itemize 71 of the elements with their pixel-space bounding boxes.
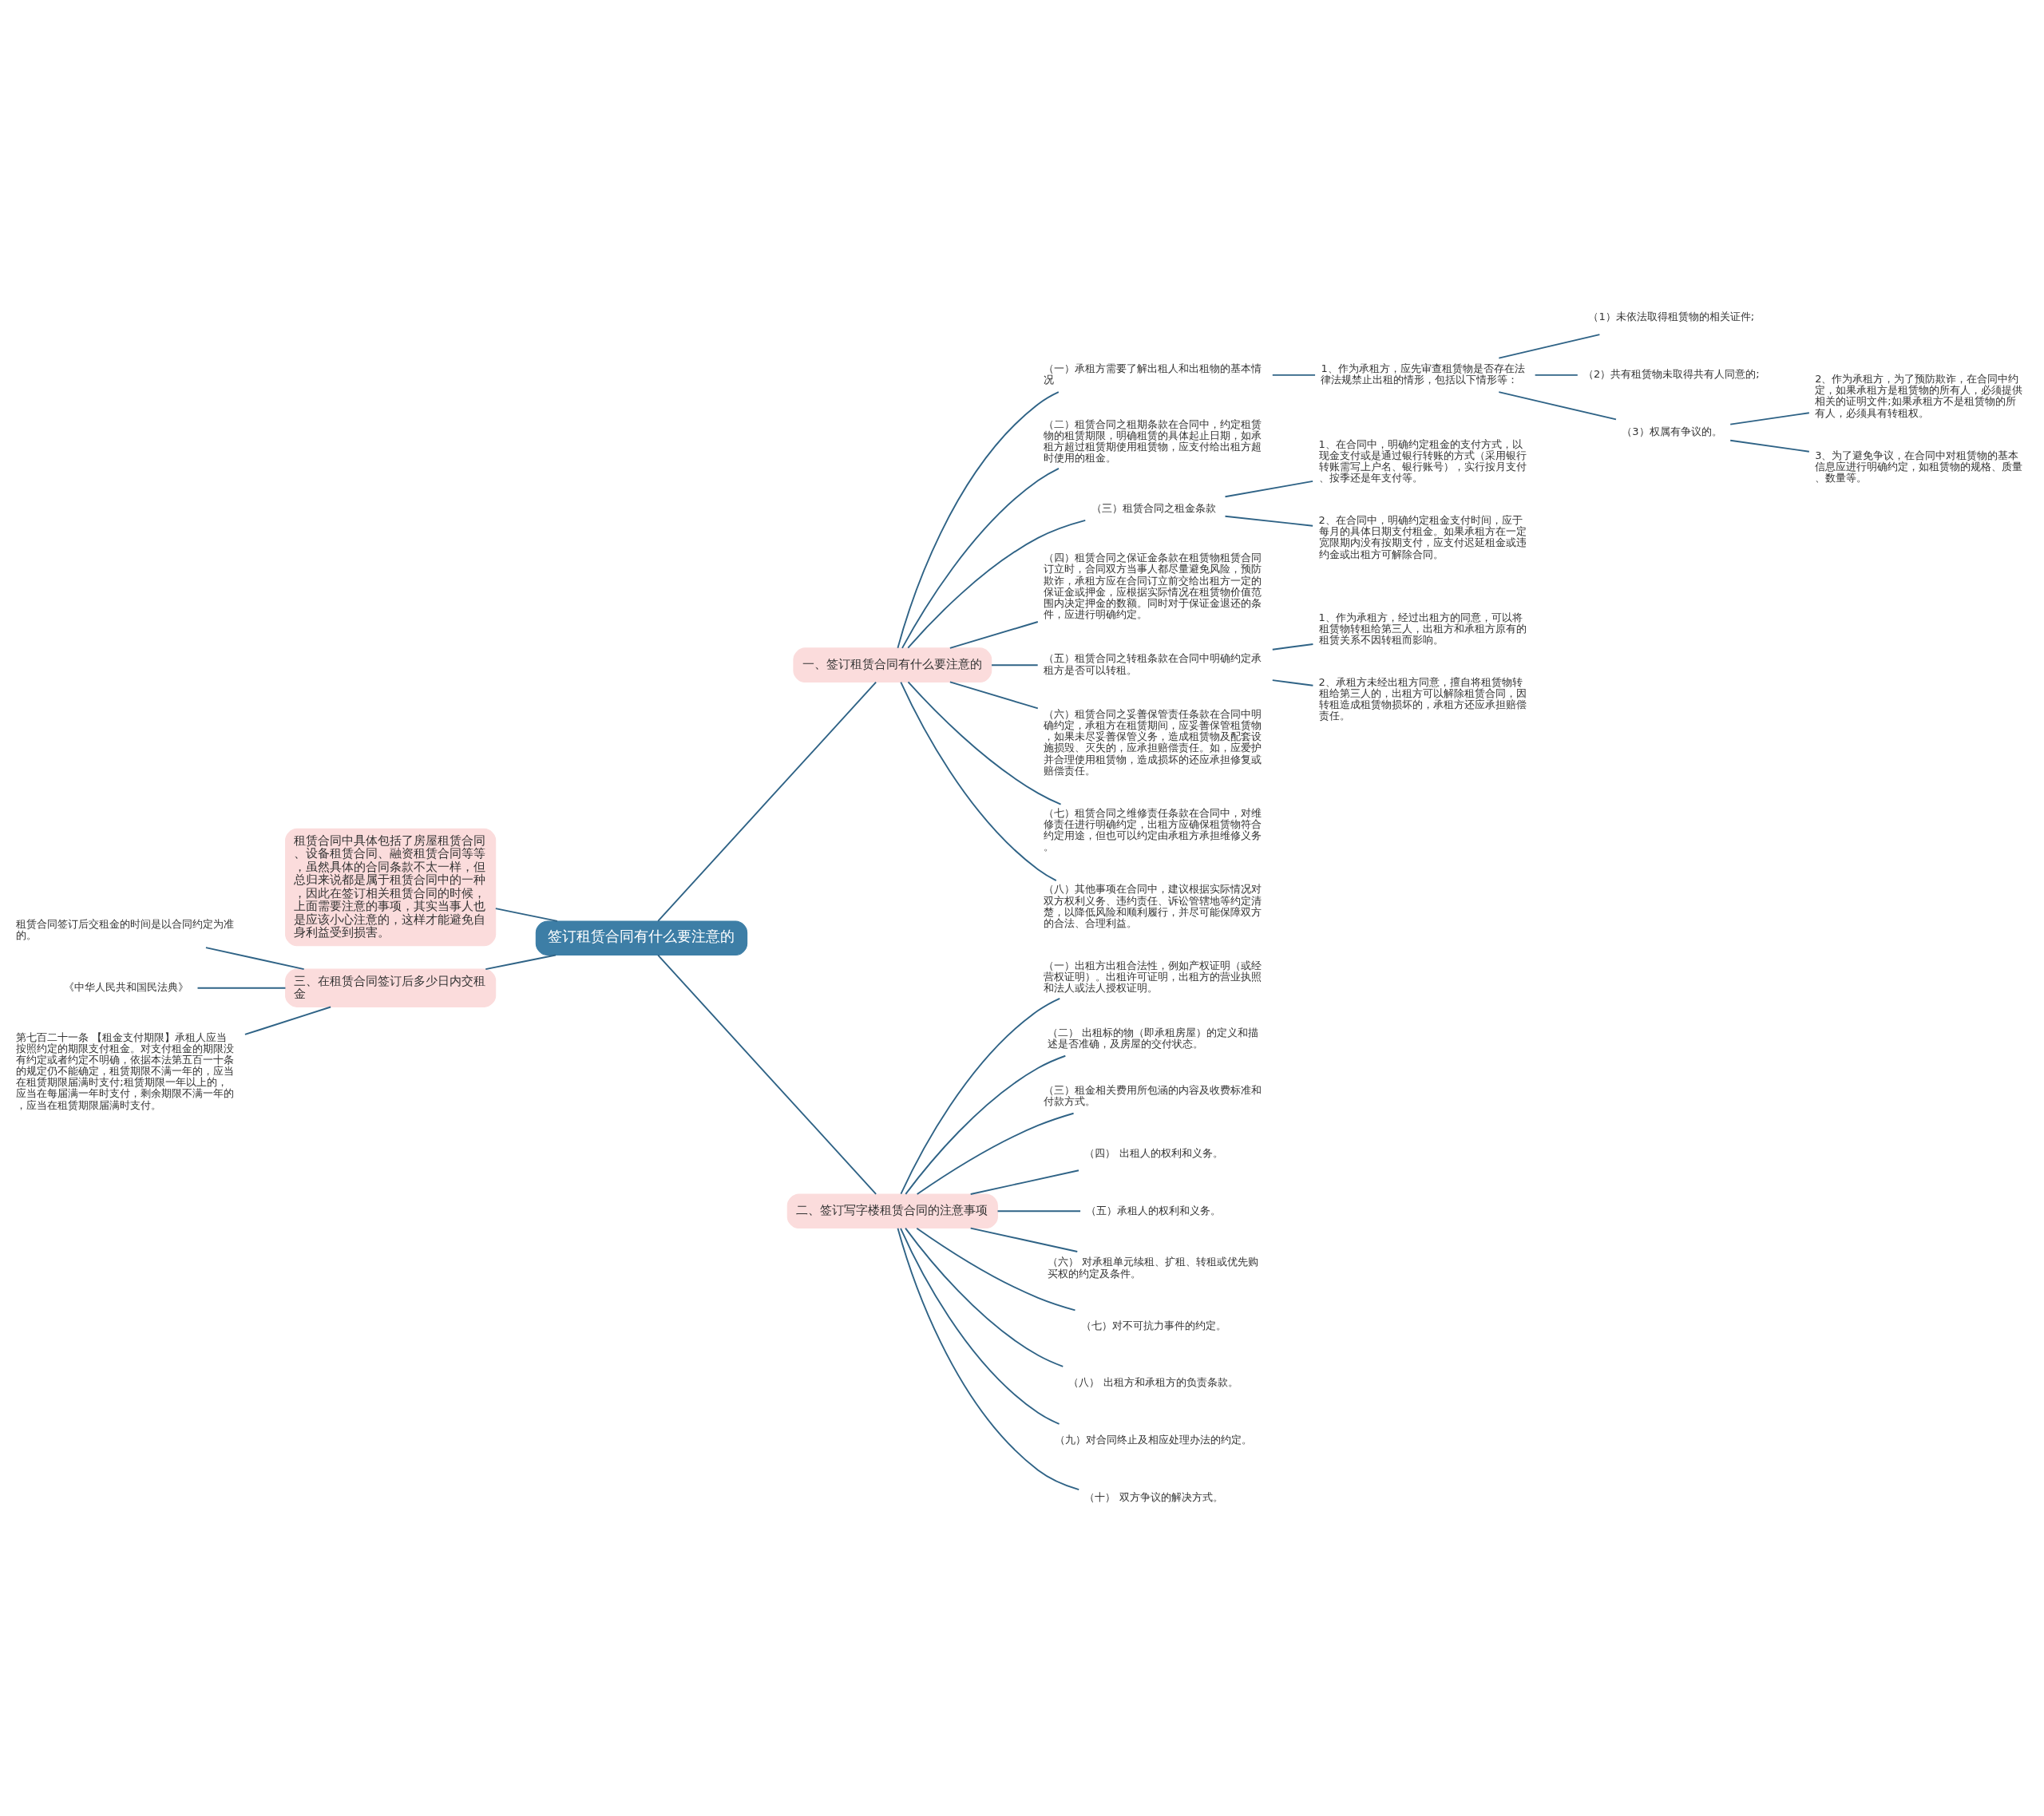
connector [897, 1227, 1080, 1490]
connector [485, 954, 557, 971]
connector [1271, 679, 1314, 686]
node-text: （3）权属有争议的。 [1622, 425, 1722, 438]
node-text: 2、承租方未经出租方同意，擅自将租赁物转租给第三人的，出租方可以解除租赁合同，因转租造成租赁物损坏的，承租方还应承担赔偿责任。 [1318, 675, 1527, 722]
connector [900, 997, 1061, 1195]
node-text: 第七百二十一条 【租金支付期限】承租人应当按照约定的期限支付租金。对支付租金的期限没有约定或者约定不明确，依据本法第五百一十条的规定仍不能确定，租赁期限不满一年的，应当在租赁期限届满时支付;租赁期限一年以上的，应当在每届满一年时支付，剩余期限不满一年的，应当在租赁期限届满时支付。 [16, 1031, 235, 1111]
connector [916, 1112, 1075, 1195]
node-box: 三、在租赁合同签订后多少日内交租金 [285, 968, 497, 1007]
connector [900, 681, 1057, 882]
node-text: （1）未依法取得租赁物的相关证件; [1588, 311, 1755, 323]
node-text: （四）租赁合同之保证金条款在租赁物租赁合同订立时，合同双方当事人都尽量避免风险，预防欺诈，承租方应在合同订立前交给出租方一定的保证金或押金，应根据实际情况在租赁物价值范围内决定押金的数额。同时对于保证金退还的条件，应进行明确约定。 [1044, 552, 1262, 620]
node-text: （五）租赁合同之转租条款在合同中明确约定承租方是否可以转租。 [1044, 652, 1262, 676]
node-text: （二） 出租标的物（即承租房屋）的定义和描述是否准确，及房屋的交付状态。 [1047, 1026, 1258, 1050]
node-text: （七）对不可抗力事件的约定。 [1080, 1319, 1226, 1331]
node-text: （三）租金相关费用所包涵的内容及收费标准和付款方式。 [1044, 1083, 1262, 1107]
connector [1534, 374, 1579, 376]
node-text: （十） 双方争议的解决方式。 [1084, 1491, 1223, 1504]
connector [916, 1227, 1076, 1312]
connector [949, 681, 1039, 710]
connector [196, 987, 287, 989]
node-text: （六） 对承租单元续租、扩租、转租或优先购买权的约定及条件。 [1047, 1256, 1258, 1280]
node-text: （七）租赁合同之维修责任条款在合同中，对维修责任进行明确约定，出租方应确保租赁物符合约定用途，但也可以约定由承租方承担维修义务。 [1044, 806, 1262, 853]
node-text: （四） 出租人的权利和义务。 [1084, 1146, 1223, 1159]
connector [969, 1169, 1079, 1195]
connector [1271, 643, 1314, 651]
connector [996, 1210, 1082, 1213]
connector [1224, 481, 1314, 498]
node-text: （三）租赁合同之租金条款 [1091, 501, 1216, 514]
node-text: 3、为了避免争议，在合同中对租赁物的基本信息应进行明确约定，如租赁物的规格、质量、数量等。 [1815, 449, 2023, 484]
connector [907, 681, 1062, 805]
node-text: 1、在合同中，明确约定租金的支付方式，以现金支付或是通过银行转账的方式（采用银行转账需写上户名、银行账号），实行按月支付、按季还是年支付等。 [1318, 437, 1527, 484]
connector [901, 467, 1060, 649]
connector [657, 954, 877, 1195]
node-text: （八）其他事项在合同中，建议根据实际情况对双方权利义务、违约责任、诉讼管辖地等约定清楚，以降低风险和顺利履行，并尽可能保障双方的合法、合理利益。 [1044, 883, 1262, 929]
connector [949, 621, 1039, 649]
connector [494, 908, 558, 922]
connector [905, 1054, 1067, 1195]
node-text: 1、作为承租方，应先审查租赁物是否存在法律法规禁止出租的情形，包括以下情形等： [1321, 362, 1525, 386]
node-box: 二、签订写字楼租赁合同的注意事项 [786, 1193, 998, 1229]
node-text: 2、作为承租方，为了预防欺诈，在合同中约定，如果承租方是租赁物的所有人，必须提供相关的证明文件;如果承租方不是租赁物的所有人，必须具有转租权。 [1815, 373, 2023, 419]
node-text: （一）出租方出租合法性，例如产权证明（或经营权证明）。出租许可证明，出租方的营业执照和法人或法人授权证明。 [1044, 959, 1262, 995]
connector [1224, 515, 1314, 527]
connector [969, 1227, 1079, 1252]
connector [1498, 391, 1617, 421]
connector [1498, 334, 1601, 359]
node-text: （二）租赁合同之租期条款在合同中，约定租赁物的租赁期限，明确租赁的具体起止日期，如承租方超过租赁期使用租赁物，应支付给出租方超时使用的租金。 [1044, 417, 1262, 465]
connector [1271, 374, 1316, 376]
connector [657, 681, 877, 922]
connector [897, 391, 1060, 649]
connector [907, 519, 1087, 649]
node-box: 签订租赁合同有什么要注意的 [535, 920, 748, 956]
connector [244, 1006, 332, 1035]
connector [900, 1227, 1060, 1425]
connector [991, 664, 1039, 667]
node-text: 1、作为承租方，经过出租方的同意，可以将租赁物转租给第三人，出租方和承租方原有的租赁关系不因转租而影响。 [1318, 611, 1527, 646]
connector [1729, 412, 1810, 425]
node-text: 2、在合同中，明确约定租金支付时间，应于每月的具体日期支付租金。如果承租方在一定宽限期内没有按期支付，应支付迟延租金或违约金或出租方可解除合同。 [1318, 514, 1527, 560]
connector [205, 947, 305, 971]
node-text: （一）承租方需要了解出租人和出租物的基本情况 [1044, 362, 1262, 386]
node-text: （八） 出租方和承租方的负责条款。 [1068, 1376, 1238, 1389]
connector [1729, 439, 1810, 453]
node-text: 《中华人民共和国民法典》 [63, 981, 188, 994]
node-text: （2）共有租赁物未取得共有人同意的; [1583, 368, 1760, 381]
connector [905, 1227, 1064, 1367]
node-text: （九）对合同终止及相应处理办法的约定。 [1054, 1434, 1252, 1446]
node-box: 一、签订租赁合同有什么要注意的 [793, 647, 992, 682]
node-text: （六）租赁合同之妥善保管责任条款在合同中明确约定，承租方在租赁期间，应妥善保管租赁物，如果未尽妥善保管义务，造成租赁物及配套设施损毁、灭失的，应承担赔偿责任。如，应爱护并合理使用租赁物，造成损坏的还应承担修复或赔偿责任。 [1044, 708, 1262, 777]
node-text: （五）承租人的权利和义务。 [1086, 1204, 1222, 1217]
node-box: 租赁合同中具体包括了房屋租赁合同、设备租赁合同、融资租赁合同等等，虽然具体的合同条款不太一样，但总归来说都是属于租赁合同中的一种，因此在签订相关租赁合同的时候，上面需要注意的事项，其实当事人也是应该小心注意的，这样才能避免自身利益受到损害。 [285, 828, 497, 947]
node-text: 租赁合同签订后交租金的时间是以合同约定为准的。 [16, 918, 235, 942]
